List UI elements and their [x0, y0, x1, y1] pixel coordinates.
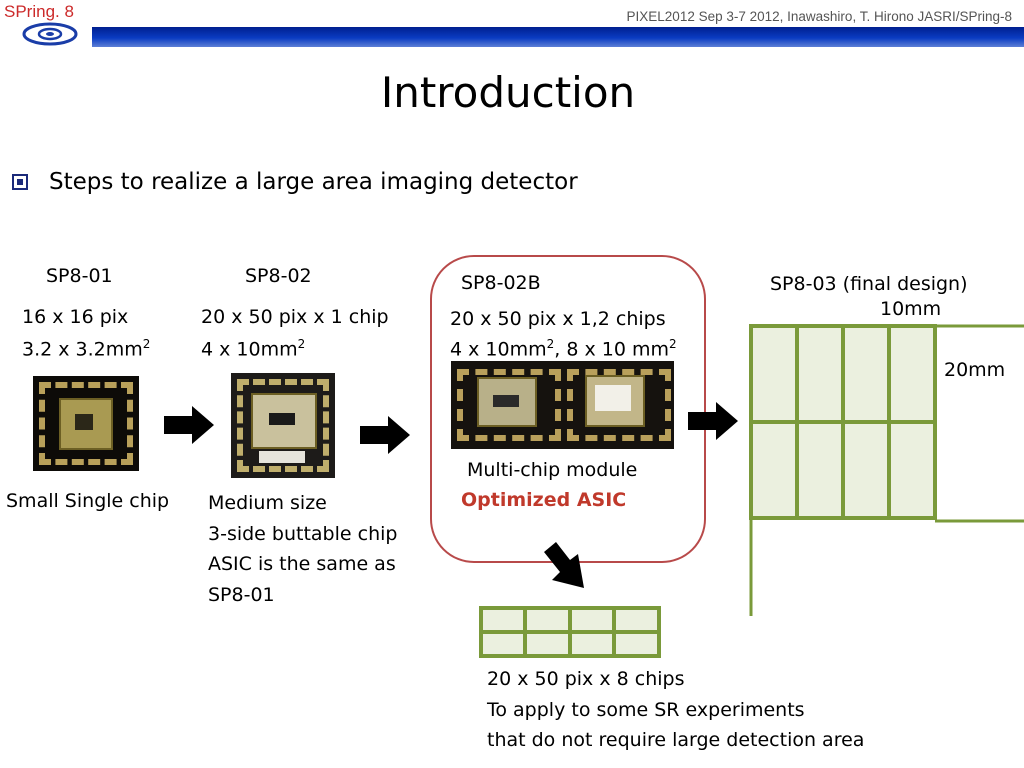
sp8-01-caption: Small Single chip: [6, 490, 170, 512]
page-title: Introduction: [380, 68, 636, 117]
arrow-down-right-icon: [544, 542, 584, 588]
sp8-02b-highlight: Optimized ASIC: [461, 489, 627, 511]
sp8-02-name: SP8-02: [245, 265, 312, 287]
sp8-02-pixels: 20 x 50 pix x 1 chip: [201, 306, 389, 328]
logo-text: SPring. 8: [4, 2, 74, 21]
sp8-01-size: 3.2 x 3.2mm2: [22, 337, 151, 361]
eight-chip-caption: 20 x 50 pix x 8 chips To apply to some S…: [487, 668, 865, 751]
arrow-right-icon: [688, 402, 738, 440]
sp8-01-chip-photo: [33, 376, 139, 471]
arrow-right-icon: [164, 406, 214, 444]
header-band: [92, 27, 1024, 47]
sp8-02b-size: 4 x 10mm2, 8 x 10 mm2: [450, 337, 677, 361]
bullet-icon: [12, 174, 28, 190]
sp8-01-pixels: 16 x 16 pix: [22, 306, 129, 328]
header-bar: SPring. 8 PIXEL2012 Sep 3-7 2012, Inawas…: [0, 0, 1024, 48]
sp8-02b-chip-photo: [451, 361, 674, 449]
spring8-logo: SPring. 8: [0, 0, 92, 48]
sp8-03-chip-grid: [749, 324, 1024, 616]
bullet-text: Steps to realize a large area imaging de…: [49, 169, 578, 195]
logo-ring-icon: [22, 22, 78, 46]
sp8-02b-caption: Multi-chip module: [467, 459, 638, 481]
sp8-02b-pixels: 20 x 50 pix x 1,2 chips: [450, 308, 666, 330]
eight-chip-module-diagram: [479, 606, 661, 658]
sp8-01-name: SP8-01: [46, 265, 113, 287]
sp8-02-size: 4 x 10mm2: [201, 337, 306, 361]
sp8-03-name: SP8-03 (final design): [770, 273, 968, 295]
sp8-02b-name: SP8-02B: [461, 272, 541, 294]
sp8-02-caption: Medium size 3-side buttable chip ASIC is…: [208, 492, 398, 606]
sp8-03-width-label: 10mm: [880, 298, 942, 320]
arrow-right-icon: [360, 416, 410, 454]
conference-info: PIXEL2012 Sep 3-7 2012, Inawashiro, T. H…: [626, 9, 1012, 24]
sp8-03-height-label: 20mm: [944, 359, 1006, 381]
sp8-02-chip-photo: [231, 373, 335, 478]
